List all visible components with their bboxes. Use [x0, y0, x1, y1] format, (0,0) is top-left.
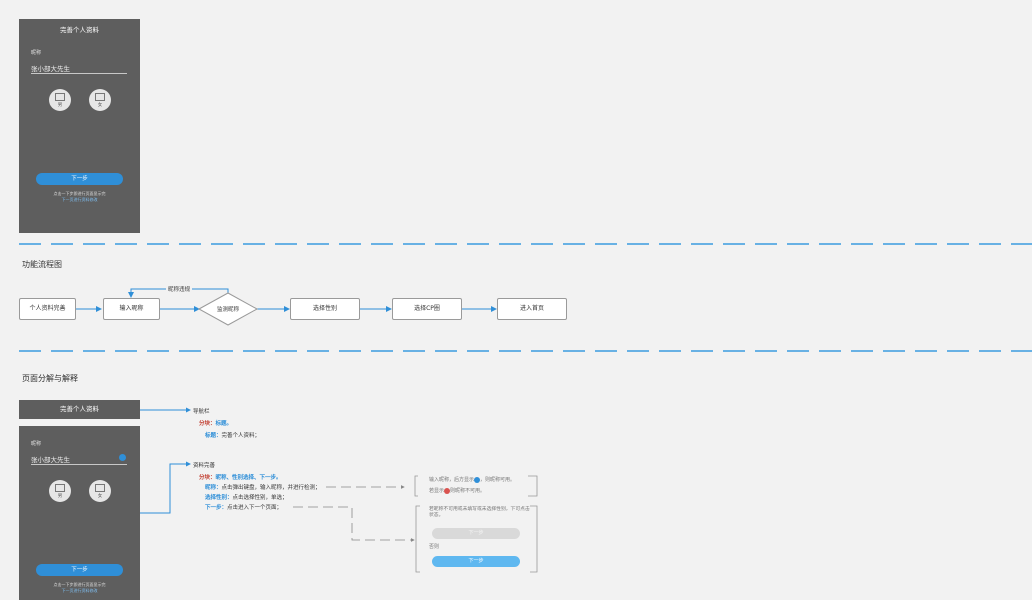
tip-text: 点击一下步即进行页面显示完 [53, 582, 106, 587]
annot-info-nick-key: 昵称： [205, 485, 222, 491]
check-line1-b: ，则昵称可用。 [480, 477, 516, 483]
dashed-divider-2 [19, 350, 1032, 352]
gender-male-label: 男 [57, 103, 63, 108]
gender-male-button[interactable]: 男 [49, 89, 71, 111]
nickname-input[interactable]: 张小部大先生 [31, 65, 70, 73]
tip-link[interactable]: 下一页进行资料修改 [61, 588, 98, 593]
flow-node-input-nickname: 输入昵称 [103, 298, 160, 320]
image-icon [95, 484, 105, 492]
annot-nav-title-val: 完善个人资料； [221, 433, 261, 439]
gender-female-label: 女 [97, 494, 103, 499]
annot-info-next-key: 下一步： [205, 505, 228, 511]
gender-female-button[interactable]: 女 [89, 480, 111, 502]
check-line2-a: 若显示 [429, 488, 445, 494]
annot-nav-block-label: 分块： [199, 421, 216, 427]
check-ok-icon [474, 476, 481, 483]
annot-info-next: 下一步：点击进入下一个页面； [205, 503, 282, 511]
flow-node-check-nickname: 监测昵称 [216, 307, 239, 313]
check-icon [119, 454, 126, 461]
page-title: 完善个人资料 [60, 26, 99, 34]
check-line2-b: 则昵称不可用。 [450, 488, 486, 494]
flow-node-home: 进入首页 [497, 298, 567, 320]
flow-connectors [76, 288, 497, 326]
annot-info-gender-key: 选择性别： [205, 495, 233, 501]
nickname-input[interactable]: 张小部大先生 [31, 456, 70, 464]
phone-mockup-top: 完善个人资料 昵称 张小部大先生 男 女 下一步 点击一下步即进行页面显示完 下… [19, 19, 140, 233]
state-box-desc: 若昵称不可用或未填写或未选择性别，下可点击状态。 [429, 507, 530, 518]
state-box-otherwise: 否则 [429, 544, 440, 550]
next-button-enabled[interactable]: 下一步 [432, 556, 520, 567]
nickname-label: 昵称 [31, 50, 42, 56]
annot-info-block-label: 分块： [199, 475, 216, 481]
check-box-line2: 若显示则昵称不可用。 [429, 487, 485, 494]
flow-node-cp: 选择CP圈 [392, 298, 462, 320]
flow-loop-label: 昵称违规 [166, 285, 193, 293]
tip-text: 点击一下步即进行页面显示完 [53, 191, 106, 196]
image-icon [95, 93, 105, 101]
image-icon [55, 484, 65, 492]
annot-info-nick-val: 点击弹出键盘，输入昵称，并进行检测； [221, 485, 321, 491]
annot-nav-title: 标题：完善个人资料； [205, 431, 260, 439]
annot-info-next-val: 点击进入下一个页面； [227, 505, 283, 511]
annot-nav-block: 分块：标题。 [199, 419, 232, 427]
nickname-label: 昵称 [31, 441, 42, 447]
annot-info-gender: 选择性别：点击选择性别，单选； [205, 493, 288, 501]
annot-info-heading: 资料完善 [193, 463, 216, 469]
section-title-breakdown: 页面分解与解释 [22, 374, 78, 383]
check-line1-a: 输入昵称，后方显示 [429, 477, 475, 483]
flow-node-gender: 选择性别 [290, 298, 360, 320]
image-icon [55, 93, 65, 101]
check-box-line1: 输入昵称，后方显示 ，则昵称可用。 [429, 476, 515, 483]
section-title-flow: 功能流程图 [22, 260, 62, 269]
flow-node-start: 个人资料完善 [19, 298, 76, 320]
next-button[interactable]: 下一步 [36, 173, 123, 185]
next-button-disabled: 下一步 [432, 528, 520, 539]
breakdown-connectors [140, 407, 538, 573]
next-button[interactable]: 下一步 [36, 564, 123, 576]
phone-mockup-bottom: 昵称 张小部大先生 男 女 下一步 点击一下步即进行页面显示完 下一页进行资料修… [19, 426, 140, 600]
nav-bar-mockup: 完善个人资料 [19, 400, 140, 419]
annot-nav-title-key: 标题： [205, 433, 222, 439]
annot-info-block: 分块：昵称、性别选择、下一步。 [199, 473, 282, 481]
gender-female-label: 女 [97, 103, 103, 108]
gender-female-button[interactable]: 女 [89, 89, 111, 111]
annot-info-block-value: 昵称、性别选择、下一步。 [215, 475, 282, 481]
dashed-divider-1 [19, 243, 1032, 245]
gender-male-button[interactable]: 男 [49, 480, 71, 502]
annot-info-gender-val: 点击选择性别，单选； [232, 495, 288, 501]
nickname-underline [31, 73, 127, 74]
annot-nav-heading: 导航栏 [193, 409, 210, 415]
nickname-underline [31, 464, 127, 465]
gender-male-label: 男 [57, 494, 63, 499]
annot-nav-block-value: 标题。 [215, 421, 233, 427]
tip-link[interactable]: 下一页进行资料修改 [61, 197, 98, 202]
annot-info-nickname: 昵称：点击弹出键盘，输入昵称，并进行检测； [205, 483, 321, 491]
check-error-icon [444, 487, 451, 494]
